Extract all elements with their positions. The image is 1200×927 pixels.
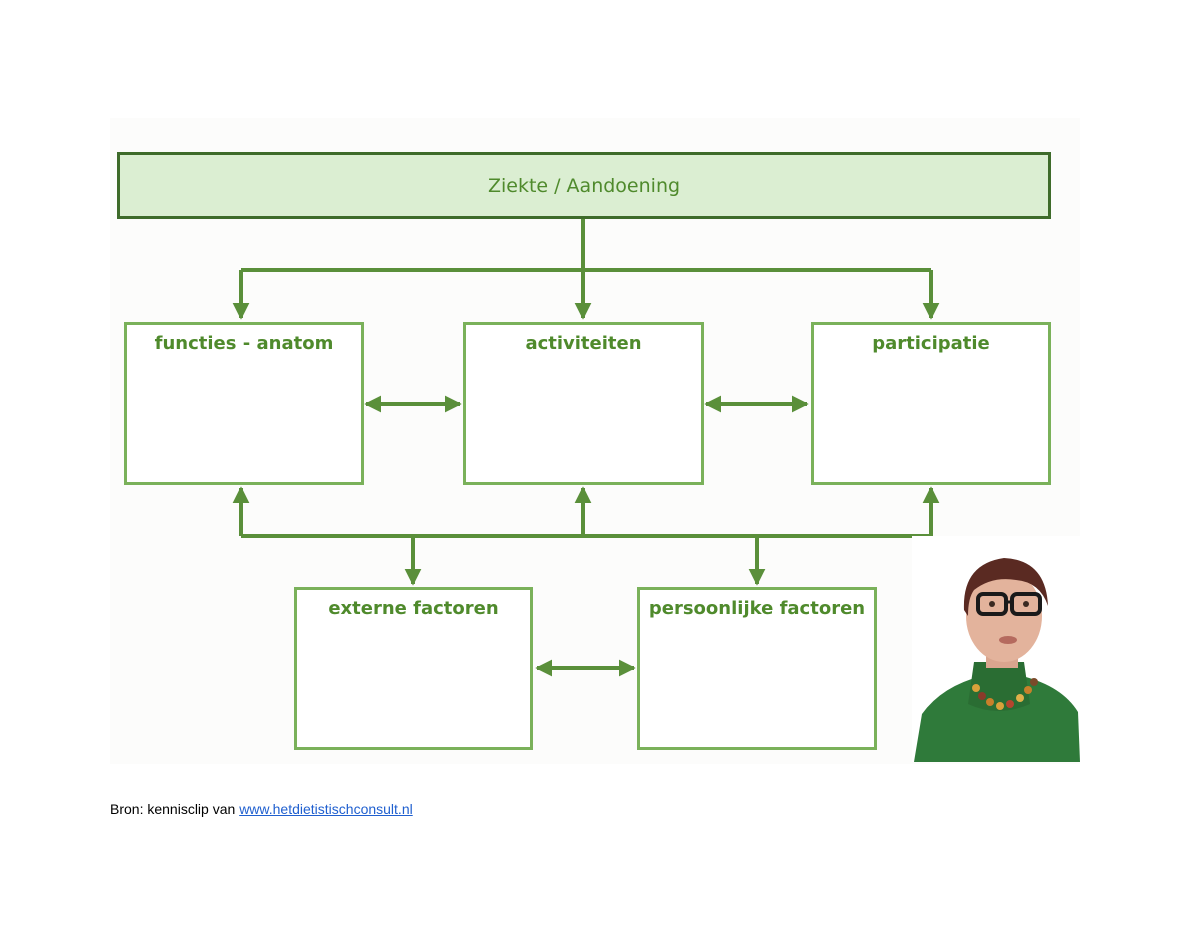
box-externe-label: externe factoren (328, 598, 499, 619)
box-activiteiten: activiteiten (463, 322, 704, 485)
box-participatie: participatie (811, 322, 1051, 485)
box-activiteiten-label: activiteiten (525, 333, 642, 354)
box-functies: functies - anatom (124, 322, 364, 485)
box-ziekte-aandoening: Ziekte / Aandoening (117, 152, 1051, 219)
box-functies-label: functies - anatom (154, 333, 334, 354)
box-participatie-label: participatie (872, 333, 990, 354)
source-credit: Bron: kennisclip van www.hetdietistischc… (110, 801, 413, 817)
box-persoonlijke-factoren: persoonlijke factoren (637, 587, 877, 750)
presenter-video-icon (912, 536, 1080, 762)
source-link[interactable]: www.hetdietistischconsult.nl (239, 801, 413, 817)
box-externe-factoren: externe factoren (294, 587, 533, 750)
box-persoonlijke-label: persoonlijke factoren (648, 598, 866, 619)
source-prefix: Bron: kennisclip van (110, 801, 240, 817)
box-ziekte-label: Ziekte / Aandoening (487, 174, 681, 197)
